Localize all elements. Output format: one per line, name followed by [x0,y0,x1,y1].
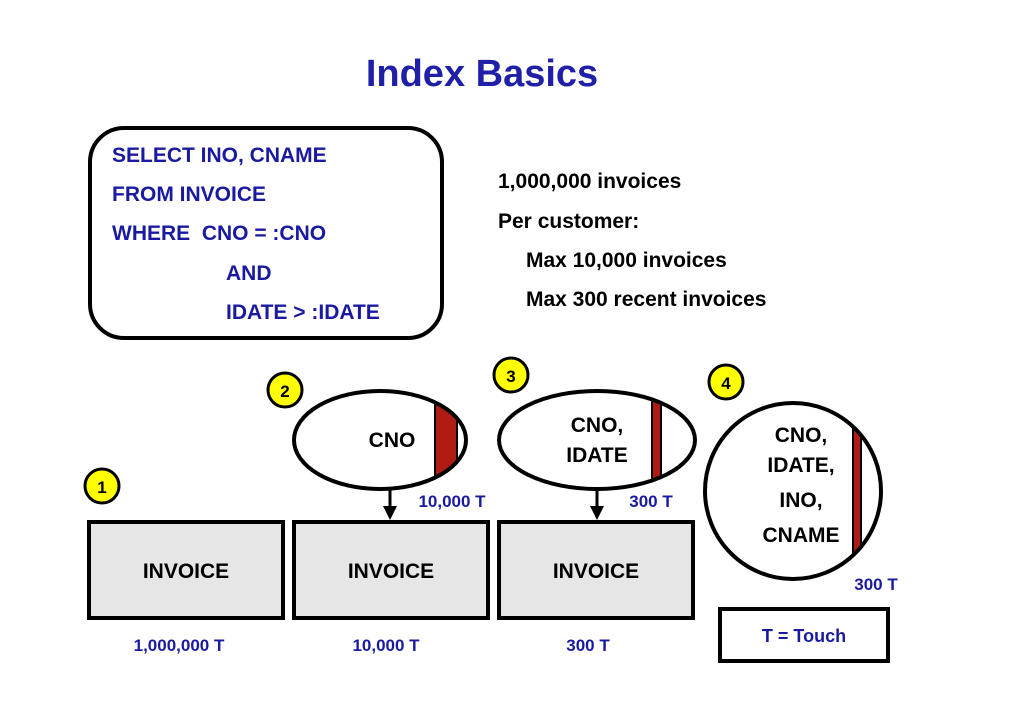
index-stripe [651,391,662,489]
invoice-table-3: INVOICE [497,520,695,620]
index-column-label: INO, [779,489,822,512]
step-badge-label: 3 [506,367,515,386]
fact-line: Per customer: [498,210,639,233]
query-box [88,126,444,340]
step-badge-3: 3 [492,356,530,394]
query-line: FROM INVOICE [112,183,266,206]
table-touch-count: 10,000 T [352,636,420,655]
index-column-label: IDATE [566,444,627,467]
index-column-label: CNO [369,429,416,452]
step-badge-label: 4 [721,374,731,393]
fact-line: Max 300 recent invoices [526,288,766,311]
query-line: AND [226,262,272,285]
invoice-table-1: INVOICE [87,520,285,620]
table-label: INVOICE [553,560,639,583]
step-badge-label: 1 [97,478,106,497]
index-touch-count: 10,000 T [418,492,486,511]
query-line: IDATE > :IDATE [226,301,380,324]
step-badge-4: 4 [707,363,745,401]
index-touch-count: 300 T [854,575,898,594]
fact-line: 1,000,000 invoices [498,170,681,193]
index-touch-count: 300 T [629,492,673,511]
legend-text: T = Touch [762,626,846,646]
arrow-index-to-table [383,489,397,520]
step-badge-1: 1 [83,467,121,505]
index-column-label: CNAME [763,524,840,547]
index-covering: CNO, IDATE, INO, CNAME [703,401,883,581]
fact-line: Max 10,000 invoices [526,249,727,272]
step-badge-label: 2 [280,382,289,401]
step-badge-2: 2 [266,371,304,409]
index-stripe [434,391,458,489]
index-column-label: CNO, [571,414,624,437]
query-line: SELECT INO, CNAME [112,144,327,167]
page-title: Index Basics [366,53,598,95]
arrow-index-to-table [590,489,604,520]
index-cno-idate: CNO, IDATE [497,389,697,491]
index-cno: CNO [292,389,468,491]
index-stripe [852,403,862,579]
table-label: INVOICE [143,560,229,583]
table-label: INVOICE [348,560,434,583]
legend-box: T = Touch [718,607,890,663]
invoice-table-2: INVOICE [292,520,490,620]
query-line: WHERE CNO = :CNO [112,222,326,245]
index-column-label: IDATE, [767,454,834,477]
index-column-label: CNO, [775,424,828,447]
table-touch-count: 1,000,000 T [134,636,225,655]
table-touch-count: 300 T [566,636,610,655]
